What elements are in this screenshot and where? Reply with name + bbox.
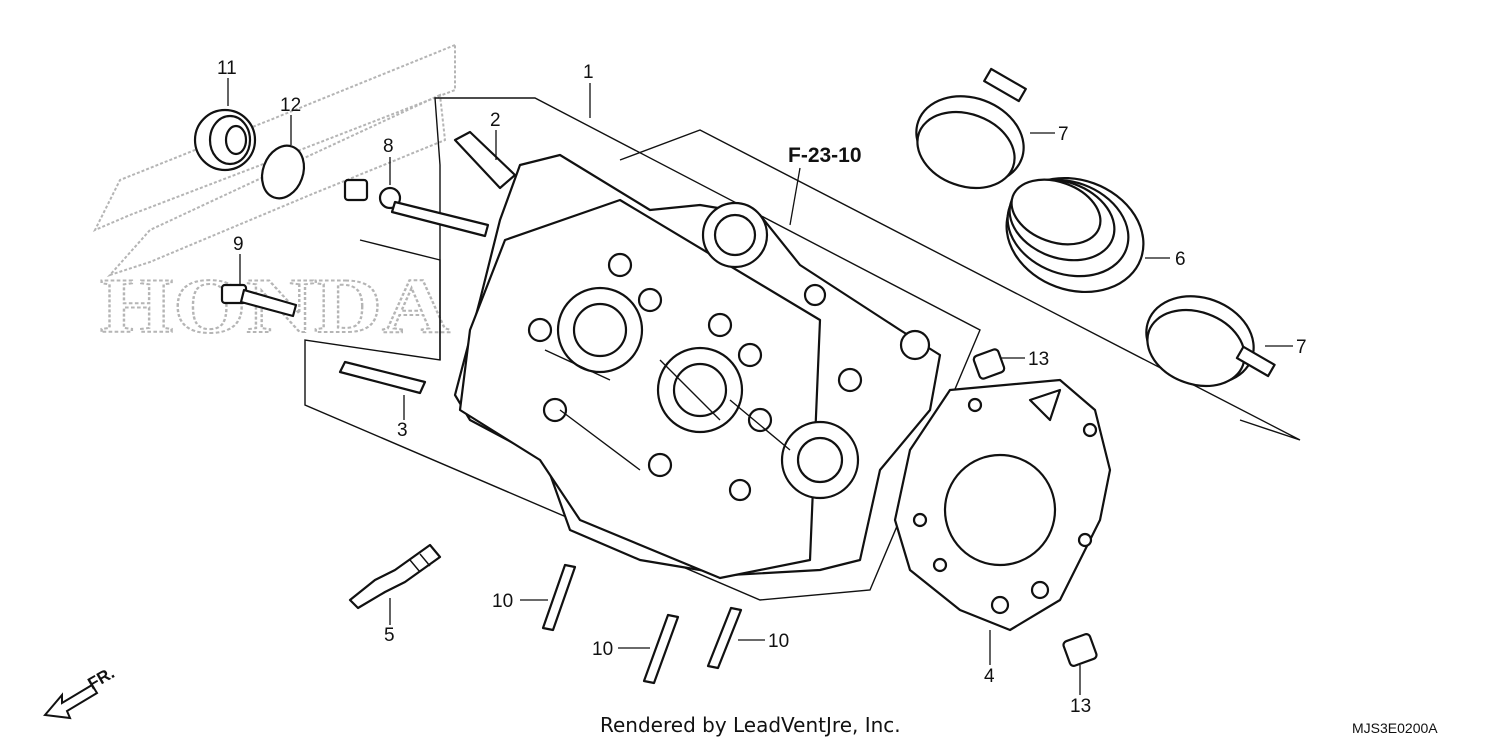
callout-3: 3 bbox=[397, 420, 408, 441]
hose-clamp-upper bbox=[915, 67, 1027, 190]
hose-clamp-lower bbox=[1145, 295, 1276, 388]
dowel-pin-3 bbox=[338, 360, 427, 395]
callout-11: 11 bbox=[217, 58, 237, 79]
callout-9: 9 bbox=[233, 234, 244, 255]
stud-bolts bbox=[541, 563, 743, 685]
cap-nut bbox=[193, 108, 257, 172]
callout-12: 12 bbox=[280, 95, 301, 116]
reference-code: F-23-10 bbox=[788, 144, 862, 167]
callout-10-b: 10 bbox=[592, 639, 613, 660]
bolt-long bbox=[343, 178, 490, 238]
callout-1: 1 bbox=[583, 62, 594, 83]
spark-plug bbox=[348, 543, 442, 610]
front-direction-marker: FR. bbox=[43, 663, 118, 720]
callout-13-lower: 13 bbox=[1070, 696, 1091, 717]
bolt-short bbox=[220, 283, 298, 318]
callout-7-upper: 7 bbox=[1058, 124, 1069, 145]
callout-13-upper: 13 bbox=[1028, 349, 1049, 370]
o-ring bbox=[260, 144, 306, 200]
callout-labels: 1 2 3 4 5 6 7 7 8 9 10 10 10 11 12 13 13 bbox=[217, 58, 1307, 717]
leader-lines bbox=[227, 78, 1293, 695]
intake-insulator bbox=[1005, 176, 1145, 294]
callout-7-lower: 7 bbox=[1296, 337, 1307, 358]
callout-5: 5 bbox=[384, 625, 395, 646]
callout-8: 8 bbox=[383, 136, 394, 157]
callout-2: 2 bbox=[490, 110, 501, 131]
diagram-id: MJS3E0200A bbox=[1352, 720, 1438, 736]
callout-10-c: 10 bbox=[768, 631, 789, 652]
dowel-13-lower bbox=[1062, 633, 1098, 667]
callout-4: 4 bbox=[984, 666, 995, 687]
cylinder-head bbox=[453, 153, 942, 580]
callout-6: 6 bbox=[1175, 249, 1186, 270]
dowel-13-upper bbox=[972, 348, 1006, 380]
dowel-pin-2 bbox=[453, 130, 517, 190]
head-gasket bbox=[893, 378, 1112, 632]
render-credit: Rendered by LeadVentJre, Inc. bbox=[600, 713, 901, 737]
callout-10-a: 10 bbox=[492, 591, 513, 612]
